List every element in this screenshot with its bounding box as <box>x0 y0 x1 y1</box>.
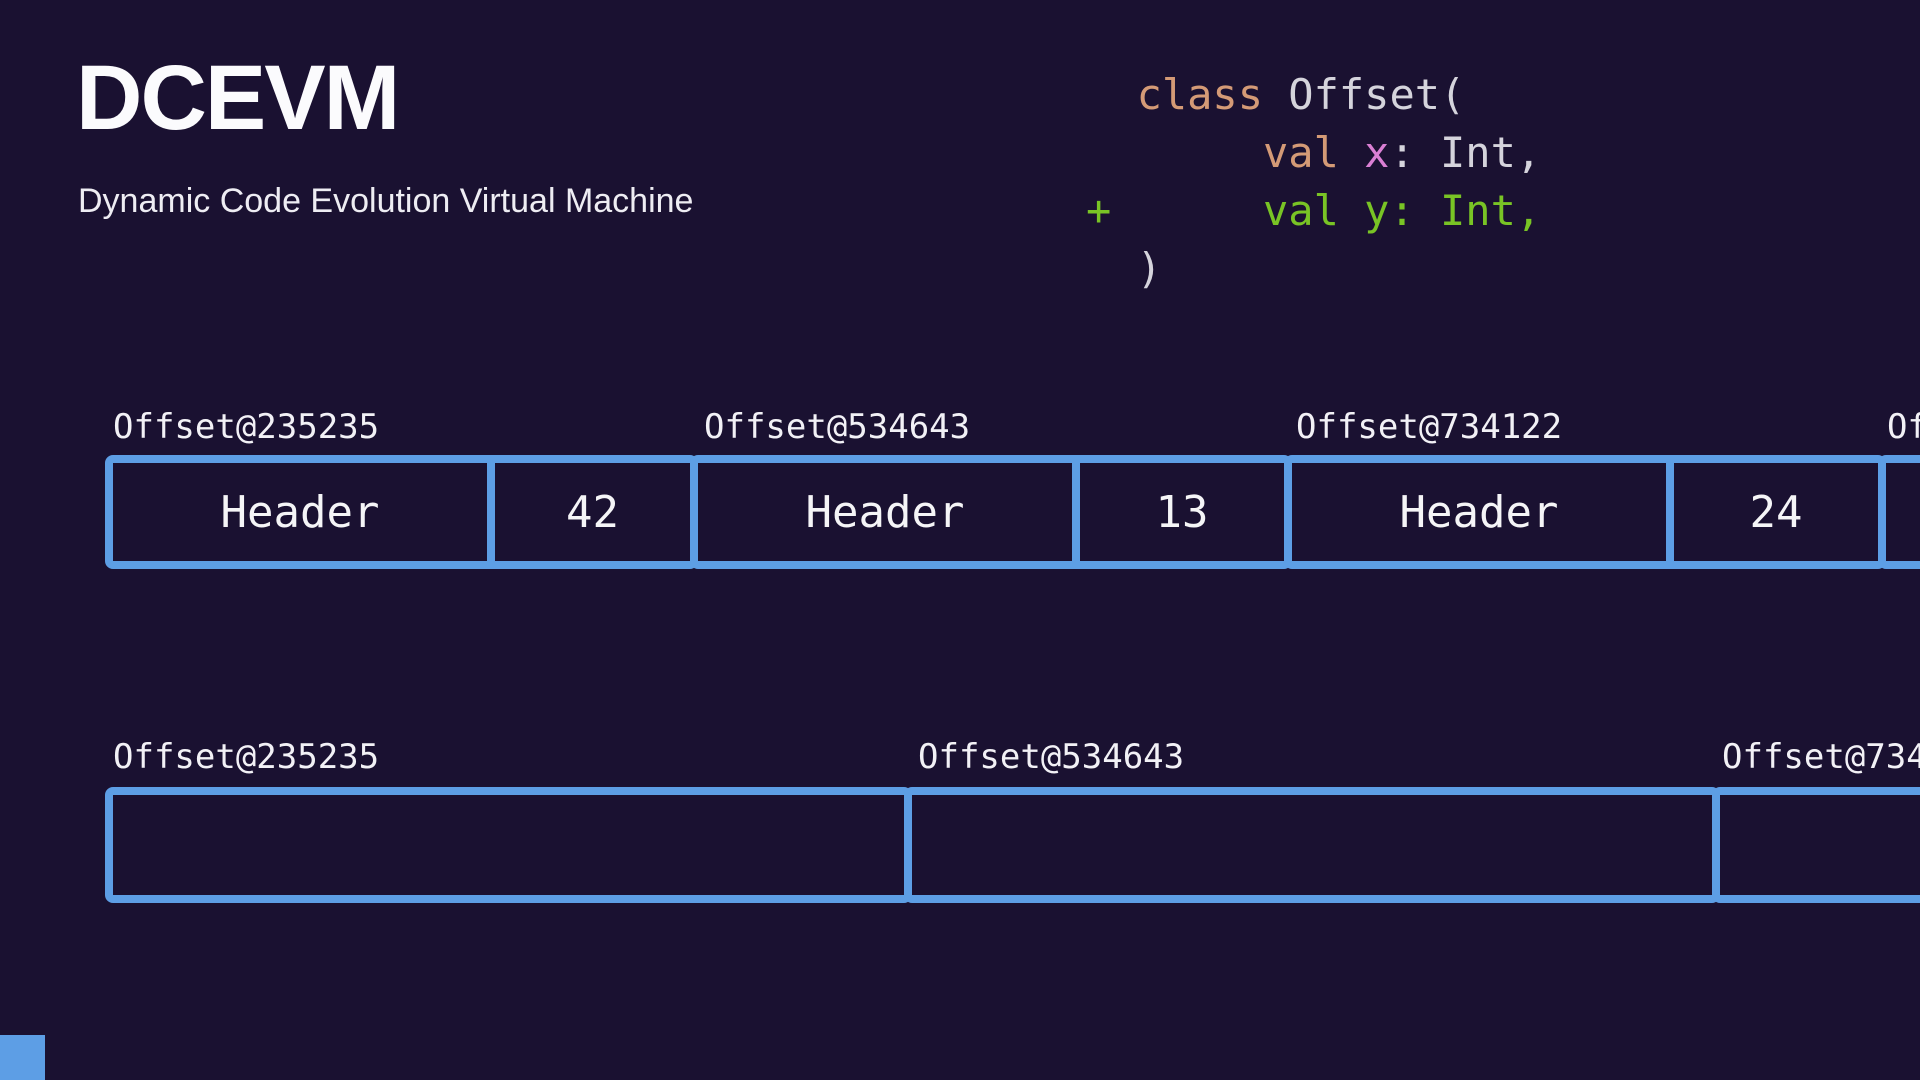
page-title: DCEVM <box>76 47 400 149</box>
code-token-keyword: class <box>1086 70 1264 119</box>
object-label: Off <box>1887 407 1920 447</box>
object-label: Offset@235235 <box>113 407 380 447</box>
heap-object-empty-clipped <box>1712 787 1920 903</box>
code-line: val x: Int, <box>1086 124 1541 182</box>
heap-object-clipped <box>1878 455 1920 569</box>
object-label: Offset@235235 <box>113 737 380 777</box>
object-label: Offset@534643 <box>704 407 971 447</box>
heap-object-empty <box>904 787 1720 903</box>
object-label: Offset@534643 <box>918 737 1185 777</box>
object-label: Offset@734122 <box>1722 737 1920 777</box>
code-token-added: + val y: Int, <box>1086 186 1542 235</box>
object-field-cell: 24 <box>1666 463 1878 561</box>
object-field-cell: 42 <box>487 463 690 561</box>
heap-object-empty <box>105 787 912 903</box>
code-line: ) <box>1086 240 1541 298</box>
code-token-plain: : Int, <box>1389 128 1542 177</box>
object-header-cell: Header <box>805 486 965 538</box>
code-line-diff-added: + val y: Int, <box>1086 182 1541 240</box>
code-token-plain: Offset( <box>1263 70 1466 119</box>
heap-object: Header 24 <box>1284 455 1886 569</box>
heap-object: Header 42 <box>105 455 698 569</box>
object-field-cell: 13 <box>1072 463 1284 561</box>
code-token-property: x <box>1364 128 1390 177</box>
code-snippet: class Offset( val x: Int, + val y: Int, … <box>1086 66 1541 298</box>
object-header-cell: Header <box>1399 486 1559 538</box>
code-token-keyword: val <box>1086 128 1365 177</box>
object-label: Offset@734122 <box>1296 407 1563 447</box>
page-subtitle: Dynamic Code Evolution Virtual Machine <box>78 182 694 220</box>
code-line: class Offset( <box>1086 66 1541 124</box>
object-header-cell: Header <box>220 486 380 538</box>
heap-object: Header 13 <box>690 455 1292 569</box>
code-token-plain: ) <box>1086 244 1162 293</box>
corner-accent-square <box>0 1035 45 1080</box>
